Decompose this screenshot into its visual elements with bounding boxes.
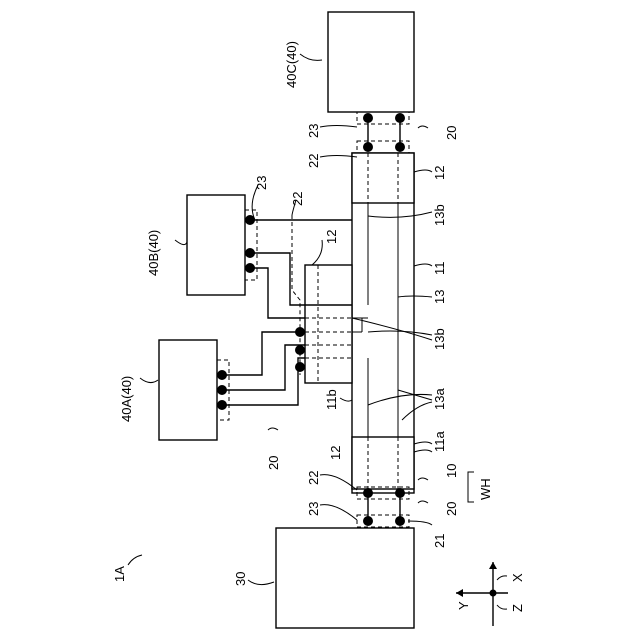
- label-system-1a: 1A: [112, 566, 127, 582]
- label-ref-20-top: 20: [444, 126, 459, 140]
- label-ref-20-mid: 20: [266, 456, 281, 470]
- label-ref-13b-top: 13b: [432, 204, 447, 226]
- label-ref-11: 11: [432, 262, 447, 276]
- label-ref-11b: 11b: [324, 389, 339, 410]
- label-ref-13: 13: [432, 290, 447, 304]
- connector-12-top: [352, 153, 414, 203]
- unit-30-box: [276, 528, 414, 628]
- label-device-40c: 40C(40): [284, 41, 299, 88]
- label-ref-11a: 11a: [432, 431, 447, 452]
- label-ref-22-b: 22: [290, 192, 305, 206]
- device-40a-wires: [217, 332, 305, 410]
- label-ref-20-bottom: 20: [444, 502, 459, 516]
- leader-lines: [128, 54, 474, 585]
- branch-terminals: [295, 327, 305, 372]
- device-40a-box: [159, 340, 217, 440]
- label-device-40a: 40A(40): [119, 376, 134, 422]
- axis-indicator: [456, 562, 508, 626]
- label-ref-13b-bottom: 13b: [432, 328, 447, 350]
- label-unit-30: 30: [233, 572, 248, 586]
- label-ref-13a: 13a: [432, 388, 447, 410]
- device-40b-box: [187, 195, 245, 295]
- label-ref-12-mid: 12: [324, 230, 339, 244]
- label-ref-23-b: 23: [254, 176, 269, 190]
- label-ref-12-top: 12: [432, 166, 447, 180]
- label-axis-x: X: [510, 573, 525, 582]
- label-ref-22-top: 22: [306, 154, 321, 168]
- label-ref-12-bottom: 12: [328, 446, 343, 460]
- label-axis-z: Z: [510, 604, 525, 612]
- branch-connector-12-mid: [305, 265, 352, 383]
- label-ref-wh: WH: [478, 478, 493, 500]
- label-ref-22-bottom: 22: [306, 471, 321, 485]
- terminals-bottom: [363, 488, 405, 526]
- terminals-top: [363, 113, 405, 152]
- label-ref-10: 10: [444, 464, 459, 478]
- label-ref-21: 21: [432, 534, 447, 548]
- label-ref-23-top: 23: [306, 124, 321, 138]
- connector-12-bottom: [352, 437, 414, 489]
- device-40c-box: [328, 12, 414, 112]
- label-axis-y: Y: [456, 601, 471, 610]
- label-device-40b: 40B(40): [146, 230, 161, 276]
- label-ref-23-bottom: 23: [306, 502, 321, 516]
